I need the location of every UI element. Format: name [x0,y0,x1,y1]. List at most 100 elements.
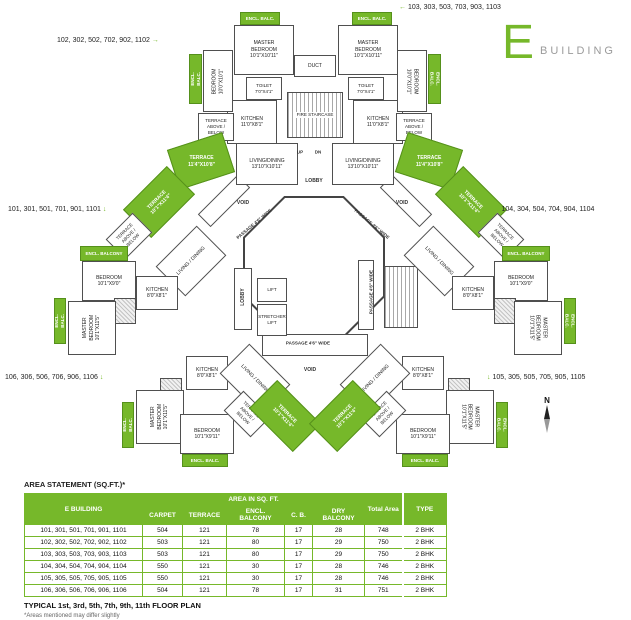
bedroom-101-label: BEDROOM 10'1"X9'0" [96,274,122,288]
table-cell: 103, 303, 503, 703, 903, 1103 [24,548,143,561]
master-bedroom-102-label: MASTER BEDROOM 10'1"X10'11" [250,40,278,60]
lift: LIFT [257,278,287,302]
toilet-104 [494,298,516,324]
table-cell: 102, 302, 502, 702, 902, 1102 [24,536,143,549]
table-cell: 750 [364,548,404,561]
up-label: UP [296,149,304,155]
area-table: E BUILDING AREA IN SQ. FT. Total Area TY… [24,493,448,597]
table-cell: 2 BHK [401,548,448,561]
floor-plan-note: TYPICAL 1st, 3rd, 5th, 7th, 9th, 11th FL… [24,601,201,610]
void-label-right: VOID [395,200,409,206]
area-statement-title: AREA STATEMENT (SQ.FT.)* [24,480,126,489]
col-header-cb: C. B. [284,505,313,525]
encl-balcony-104-label: ENCL. BALCONY [507,250,545,256]
table-cell: 28 [311,524,366,537]
table-cell: 78 [226,584,285,597]
encl-balc-103-side-label: ENCL. BALC. [429,72,441,86]
master-bedroom-101-label: MASTER BEDROOM 10'1"X11'5" [82,315,102,341]
fire-staircase: FIRE STAIRCASE [287,92,343,138]
table-cell: 2 BHK [401,584,448,597]
green-arrow-icon: → [151,37,159,44]
col-header-encl-balcony: ENCL. BALCONY [226,505,285,525]
staircase-core [384,266,418,328]
table-cell: 503 [142,536,183,549]
table-cell: 504 [142,524,183,537]
table-cell: 746 [364,572,404,585]
master-bedroom-104-label: MASTER BEDROOM 10'1"X11'5" [528,315,548,341]
toilet-103-label: TOILET 7'0"X4'1" [357,82,375,94]
col-header-area-group: AREA IN SQ. FT. [141,493,366,506]
encl-balc-104-side-label: ENCL. BALC. [565,314,576,328]
terrace-103-label: TERRACE 11'4"X10'8" [415,154,443,168]
table-cell: 104, 304, 504, 704, 904, 1104 [24,560,143,573]
building-logo-word: BUILDING [540,44,616,57]
lobby-corridor-left [234,268,252,330]
unit-label-103: ←103, 303, 503, 703, 903, 1103 [397,4,501,11]
col-header-terrace: TERRACE [182,505,227,525]
encl-balc-103-label: ENCL. BALC. [357,15,387,21]
table-cell: 121 [182,548,227,561]
col-header-building: E BUILDING [24,493,143,525]
bedroom-106-label: BEDROOM 10'1"X9'11" [194,427,220,441]
table-cell: 78 [226,524,285,537]
encl-balc-106-label: ENCL. BALC. [190,457,220,463]
table-cell: 30 [226,572,285,585]
green-arrow-icon: ↓ [102,206,107,213]
kitchen-102: KITCHEN 11'0"X8'1" [227,100,277,144]
table-cell: 746 [364,560,404,573]
master-bedroom-104: MASTER BEDROOM 10'1"X11'5" [514,301,562,355]
table-cell: 121 [182,536,227,549]
compass-needle-north-icon [544,405,550,419]
lobby-label-left: LOBBY [240,288,246,306]
master-bedroom-105: MASTER BEDROOM 10'1"X11'5" [446,390,494,444]
stretcher-lift: STRETCHER LIFT [257,304,287,336]
passage-label-right: PASSAGE 4'6" WIDE [368,269,374,315]
living-dining-104-label: LIVING / DINING [423,245,455,277]
table-cell: 28 [311,560,366,573]
table-cell: 80 [226,548,285,561]
bedroom-104: BEDROOM 10'1"X9'0" [494,261,548,301]
encl-balc-103-side: ENCL. BALC. [428,54,441,104]
green-arrow-icon: ↓ [487,374,491,381]
table-cell: 17 [284,584,313,597]
unit-label-102: 102, 302, 502, 702, 902, 1102→ [57,37,161,44]
unit-label-105: ↓105, 305, 505, 705, 905, 1105 [485,374,585,381]
void-label-left: VOID [236,200,250,206]
toilet-102: TOILET 7'0"X4'1" [246,77,282,100]
green-arrow-icon: ← [399,4,406,11]
encl-balc-104-side: ENCL. BALC. [564,298,576,344]
table-cell: 504 [142,584,183,597]
bedroom-103: BEDROOM 10'0"X10'1" [397,50,427,112]
passage-corridor-right [358,260,374,330]
bedroom-105-label: BEDROOM 10'1"X9'11" [410,427,436,441]
kitchen-101: KITCHEN 8'0"X8'1" [136,276,178,310]
col-header-total-area: Total Area [364,493,404,525]
master-bedroom-101: MASTER BEDROOM 10'1"X11'5" [68,301,116,355]
toilet-102-label: TOILET 7'0"X4'1" [255,82,273,94]
encl-balc-105: ENCL. BALC. [402,454,448,467]
table-cell: 101, 301, 501, 701, 901, 1101 [24,524,143,537]
table-cell: 2 BHK [401,560,448,573]
building-logo-letter: E [502,16,535,69]
kitchen-106-label: KITCHEN 8'0"X8'1" [196,366,218,380]
encl-balc-101-side: ENCL. BALC. [54,298,66,344]
terrace-above-below-102-label: TERRACE ABOVE / BELOW [205,118,227,135]
compass-needle-south-icon [544,419,550,433]
bedroom-102-label: BEDROOM 10'0"X10'1" [211,68,225,94]
table-cell: 17 [284,560,313,573]
passage-label-bottom: PASSAGE 4'6" WIDE [285,340,331,346]
unit-label-106: 106, 306, 506, 706, 906, 1106↓ [5,374,105,381]
master-bedroom-106: MASTER BEDROOM 10'1"X11'5" [136,390,184,444]
table-cell: 17 [284,548,313,561]
lobby-label-top: LOBBY [305,178,323,184]
bedroom-106: BEDROOM 10'1"X9'11" [180,414,234,454]
table-header-row: E BUILDING AREA IN SQ. FT. Total Area TY… [24,493,448,525]
kitchen-102-label: KITCHEN 11'0"X8'1" [240,115,264,129]
table-cell: 121 [182,560,227,573]
fire-staircase-label: FIRE STAIRCASE [294,112,336,118]
green-arrow-icon: ↓ [99,374,104,381]
table-cell: 17 [284,524,313,537]
